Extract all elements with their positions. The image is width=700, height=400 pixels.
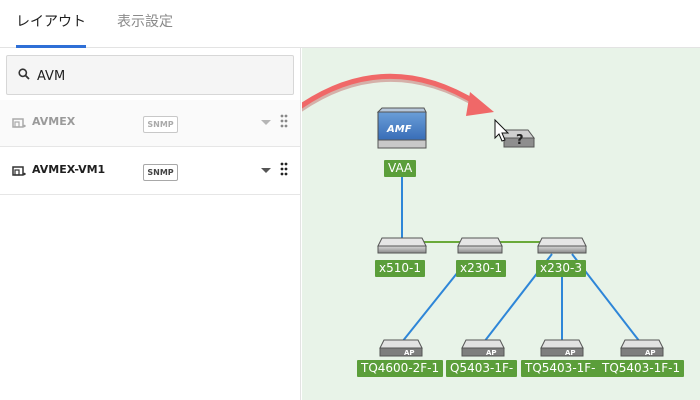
chevron-down-icon[interactable] (261, 120, 271, 125)
drag-arrow-head (466, 92, 494, 116)
map-canvas: ? AMF (302, 73, 664, 357)
drag-handle-icon[interactable] (280, 114, 288, 128)
access-point-icon: AP (461, 339, 505, 357)
switch-icon (537, 237, 587, 254)
node-label-vaa[interactable]: VAA (384, 160, 417, 177)
device-icon (12, 118, 26, 128)
cursor-icon (494, 118, 510, 142)
node-label-tq5403b[interactable]: TQ5403-1F-1 (598, 360, 685, 377)
device-row[interactable]: AVMEX SNMP (0, 100, 300, 147)
device-icon (12, 166, 26, 176)
node-label-x230-3[interactable]: x230-3 (536, 260, 586, 277)
search-input[interactable] (37, 65, 277, 87)
search-icon (18, 68, 30, 80)
tab-layout[interactable]: レイアウト (16, 0, 86, 48)
node-label-tq4600[interactable]: TQ4600-2F-1 (357, 360, 444, 377)
tab-display-settings[interactable]: 表示設定 (117, 14, 173, 30)
drag-handle-icon[interactable] (280, 162, 288, 176)
snmp-badge: SNMP (143, 116, 178, 133)
device-name: AVMEX (32, 115, 76, 128)
vaa-logo: AMF (386, 124, 412, 135)
link-x230-1-tq4600 (401, 271, 459, 343)
node-label-tq5403a[interactable]: TQ5403-1F- (521, 360, 600, 377)
switch-icon (457, 237, 503, 254)
device-list-panel: AVMEX SNMP AVMEX-VM1 SNMP (0, 48, 301, 400)
node-label-x230-1[interactable]: x230-1 (456, 260, 506, 277)
node-label-x510-1[interactable]: x510-1 (375, 260, 425, 277)
device-row[interactable]: AVMEX-VM1 SNMP (0, 148, 300, 195)
unknown-glyph: ? (516, 133, 524, 148)
access-point-icon: AP (620, 339, 664, 357)
vaa-appliance-icon: AMF (376, 107, 427, 149)
svg-text:AP: AP (486, 349, 497, 357)
node-label-q5403[interactable]: Q5403-1F- (446, 360, 518, 377)
search-box[interactable] (6, 55, 294, 95)
switch-icon (377, 237, 427, 254)
snmp-badge: SNMP (143, 164, 178, 181)
svg-text:AP: AP (404, 349, 415, 357)
svg-text:AP: AP (645, 349, 656, 357)
network-map[interactable]: ? AMF (302, 48, 700, 400)
svg-text:AP: AP (565, 349, 576, 357)
access-point-icon: AP (379, 339, 423, 357)
tab-bar: レイアウト 表示設定 (0, 0, 700, 48)
device-name: AVMEX-VM1 (32, 163, 106, 176)
access-point-icon: AP (540, 339, 584, 357)
chevron-down-icon[interactable] (261, 168, 271, 173)
drag-arrow-body (302, 73, 481, 109)
